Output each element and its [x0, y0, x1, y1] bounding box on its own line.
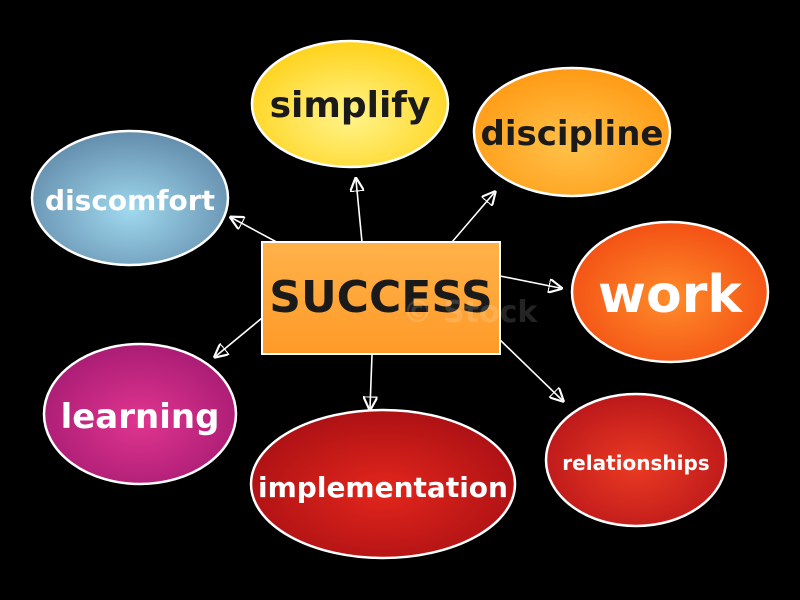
arrow-to-work — [499, 275, 560, 288]
node-work: work — [570, 220, 770, 364]
node-learning-bubble — [42, 342, 238, 486]
node-learning-label: learning — [61, 397, 220, 437]
node-simplify: simplify — [250, 39, 450, 169]
node-implementation: implementation — [249, 408, 517, 560]
node-discipline-bubble — [472, 66, 672, 198]
center-label: SUCCESS — [269, 272, 492, 323]
node-relationships: relationships — [544, 392, 728, 528]
node-implementation-bubble — [249, 408, 517, 560]
node-work-bubble — [570, 220, 770, 364]
node-discipline: discipline — [472, 66, 672, 198]
node-relationships-label: relationships — [562, 451, 709, 475]
node-relationships-bubble — [544, 392, 728, 528]
arrow-to-implementation — [370, 354, 372, 408]
node-simplify-label: simplify — [270, 85, 431, 126]
arrow-to-relationships — [495, 335, 562, 400]
arrow-to-discipline — [451, 193, 494, 243]
node-work-label: work — [598, 265, 743, 325]
node-implementation-label: implementation — [258, 471, 508, 504]
node-learning: learning — [42, 342, 238, 486]
center-node: SUCCESS — [261, 241, 501, 355]
node-simplify-bubble — [250, 39, 450, 169]
node-discomfort-label: discomfort — [45, 184, 215, 217]
node-discomfort: discomfort — [30, 129, 230, 267]
center-box — [261, 241, 501, 355]
node-discipline-label: discipline — [481, 114, 664, 154]
watermark: © Stock — [403, 295, 539, 330]
arrow-to-simplify — [356, 180, 362, 243]
node-discomfort-bubble — [30, 129, 230, 267]
arrow-to-learning — [216, 317, 263, 356]
